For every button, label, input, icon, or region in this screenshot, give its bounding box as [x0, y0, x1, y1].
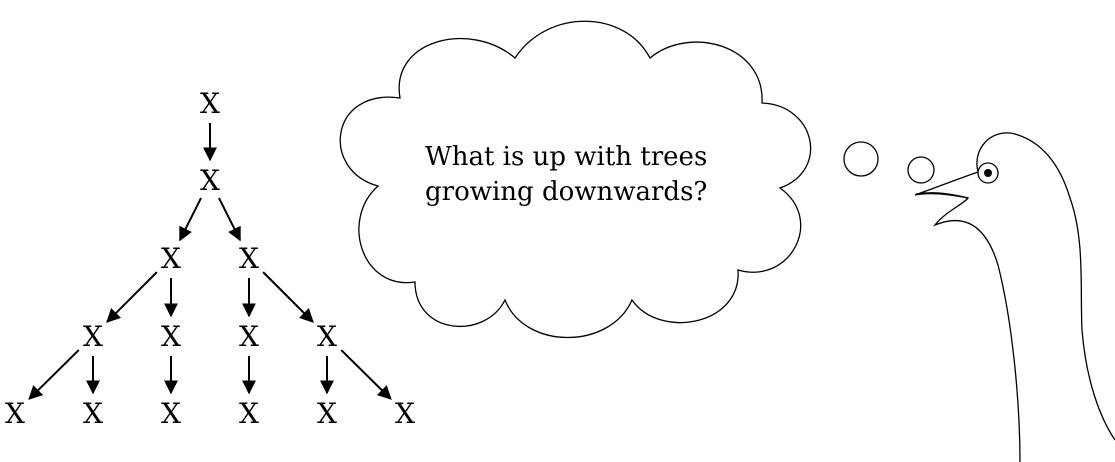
creature-pupil	[984, 169, 992, 177]
tree-arrow	[28, 349, 80, 400]
creature-outline	[914, 132, 1115, 462]
tree-node: X	[161, 320, 181, 353]
tree-node: X	[200, 164, 220, 197]
tree-arrow	[340, 349, 392, 400]
tree-arrow	[218, 197, 241, 242]
tree-node: X	[83, 320, 103, 353]
tree-node: X	[395, 397, 415, 430]
tree-node: X	[200, 87, 220, 120]
thought-dot-large	[843, 141, 879, 177]
tree-node: X	[161, 242, 181, 275]
tree-edges	[28, 123, 392, 400]
tree-node: X	[83, 397, 103, 430]
tree-node: X	[317, 320, 337, 353]
tree-arrow	[106, 271, 158, 323]
tree-node: X	[239, 242, 259, 275]
creature-eye	[977, 162, 999, 184]
creature-mouth-line	[915, 192, 969, 199]
downward-tree: X X X X X X X X X X X X X X	[5, 87, 415, 430]
thought-text-line-1: What is up with trees	[425, 142, 707, 172]
tree-node: X	[161, 397, 181, 430]
creature	[914, 132, 1115, 462]
thought-dot-small	[907, 156, 935, 184]
tree-node: X	[317, 397, 337, 430]
tree-node: X	[5, 397, 25, 430]
cloud-outline	[339, 20, 812, 339]
thought-text-line-2: growing downwards?	[425, 177, 707, 207]
tree-arrow	[262, 271, 314, 323]
tree-arrow	[179, 197, 202, 242]
tree-nodes: X X X X X X X X X X X X X X	[5, 87, 415, 430]
tree-node: X	[239, 320, 259, 353]
thought-cloud: What is up with trees growing downwards?	[339, 20, 812, 339]
tree-node: X	[239, 397, 259, 430]
